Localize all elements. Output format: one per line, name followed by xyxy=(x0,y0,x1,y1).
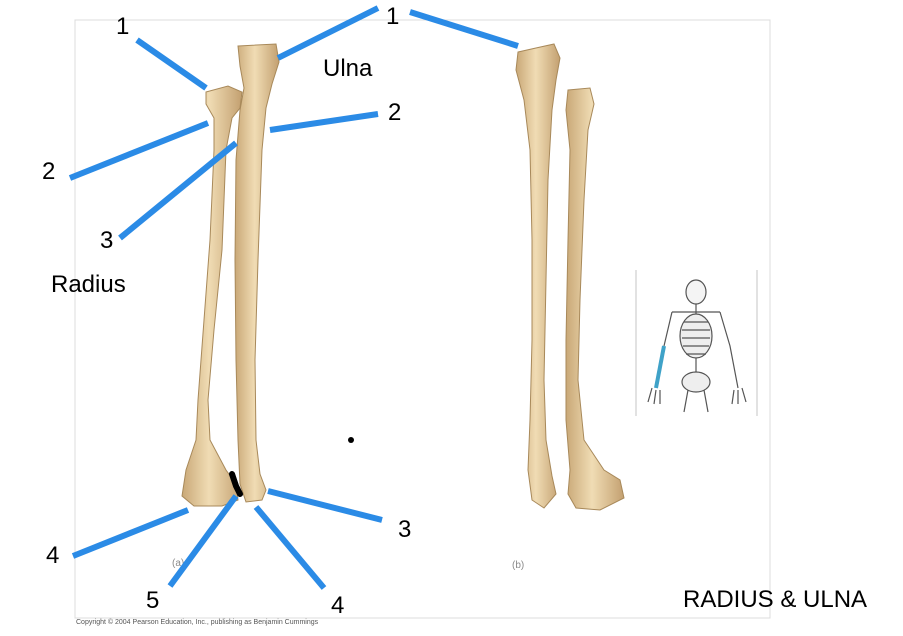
radius-label: Radius xyxy=(51,273,126,297)
ulna-label: Ulna xyxy=(323,57,372,81)
image-frame xyxy=(75,20,770,618)
number-label-top-1: 1 xyxy=(386,5,399,29)
stray-dot xyxy=(348,437,354,443)
copyright-notice: Copyright © 2004 Pearson Education, Inc.… xyxy=(76,619,318,626)
number-label-right-2: 2 xyxy=(388,101,401,125)
number-label-left-4: 4 xyxy=(46,544,59,568)
number-label-bottom-5: 5 xyxy=(146,589,159,613)
number-label-left-1: 1 xyxy=(116,15,129,39)
figure-mark-b: (b) xyxy=(512,560,524,571)
number-label-right-3: 3 xyxy=(398,518,411,542)
number-label-left-3: 3 xyxy=(100,229,113,253)
number-label-bottom-4: 4 xyxy=(331,594,344,618)
diagram-title: RADIUS & ULNA xyxy=(683,588,867,612)
pelvis-shape xyxy=(682,372,710,392)
number-label-left-2: 2 xyxy=(42,160,55,184)
skull-shape xyxy=(686,280,706,304)
ribcage-shape xyxy=(680,314,712,358)
